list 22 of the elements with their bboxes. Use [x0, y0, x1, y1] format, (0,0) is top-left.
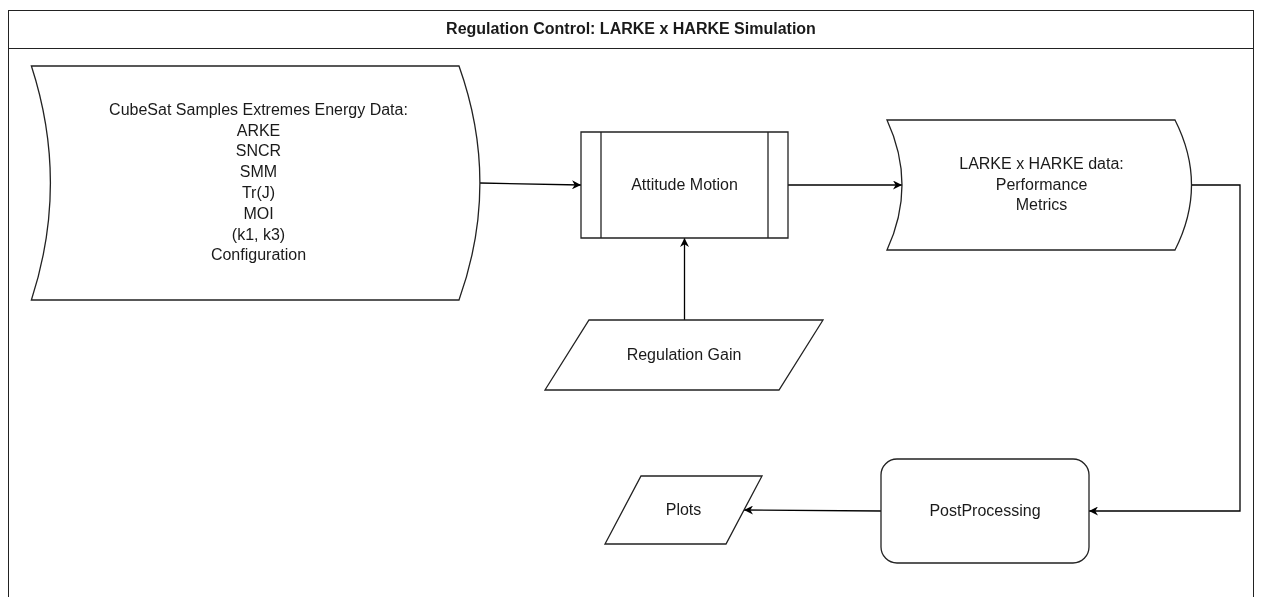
- arrow: [743, 505, 882, 515]
- output-parallelogram: [605, 476, 762, 544]
- node-label: (k1, k3): [231, 224, 286, 245]
- node-heading: LARKE x HARKE data:: [959, 153, 1124, 174]
- process-box: [881, 459, 1089, 563]
- node-label: PostProcessing: [929, 500, 1041, 521]
- node-label: SNCR: [235, 141, 282, 162]
- node-label: Tr(J): [241, 183, 276, 203]
- arrow: [680, 237, 689, 321]
- node-label: Attitude Motion: [631, 174, 738, 195]
- node-label: SMM: [239, 162, 278, 183]
- process-box: [581, 132, 788, 238]
- node-label: Configuration: [210, 245, 307, 266]
- node-heading: CubeSat Samples Extremes Energy Data:: [109, 99, 408, 120]
- diagram-title: Regulation Control: LARKE x HARKE Simulation: [8, 10, 1254, 49]
- node-label: MOI: [243, 203, 274, 224]
- node-label: Plots: [665, 499, 702, 520]
- input-parallelogram: [545, 320, 823, 390]
- node-label: ARKE: [236, 120, 281, 141]
- node-label: Regulation Gain: [626, 344, 742, 365]
- arrow: [479, 180, 582, 190]
- node-label: Performance Metrics: [994, 174, 1089, 216]
